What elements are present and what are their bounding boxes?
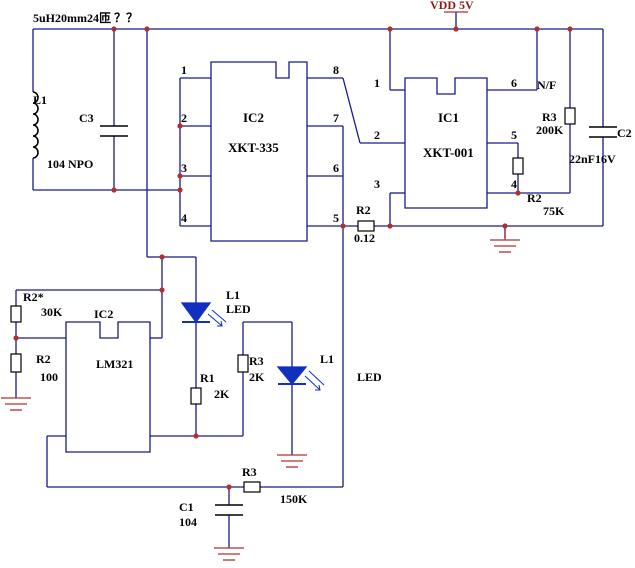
ic2-pin-4: 4	[181, 211, 187, 225]
ic2-xkt335-chip	[210, 61, 308, 242]
ic2-pin-1: 1	[181, 63, 187, 77]
capacitor-c1	[215, 504, 243, 516]
resistor-r2star	[10, 305, 22, 323]
r2-top-label: R2	[527, 191, 542, 205]
coil-spec-label: 5uH20mm24匝 ？？	[33, 11, 138, 25]
ic2-pin-3: 3	[181, 161, 187, 175]
resistor-r2-100	[10, 353, 22, 373]
r2-sense-value: 0.12	[354, 231, 375, 245]
r2-bot-label: R2	[36, 352, 51, 366]
l1-led2-label: L1	[320, 352, 334, 366]
resistor-r1	[190, 387, 202, 405]
ic1-pin-3: 3	[374, 177, 380, 191]
resistor-r2-sense	[357, 220, 375, 232]
ground-left-icon	[1, 397, 31, 411]
l1-coil-label: L1	[33, 93, 47, 107]
ic2-lm321-chip	[65, 321, 151, 453]
c3-label: C3	[79, 111, 94, 125]
c1-label: C1	[179, 500, 194, 514]
ic2-pin-5: 5	[333, 211, 339, 225]
ic2-pin-8: 8	[333, 63, 339, 77]
r3-mid-label: R3	[249, 354, 264, 368]
ground-led-icon	[277, 454, 307, 468]
r1-label: R1	[200, 371, 215, 385]
r2star-value: 30K	[41, 305, 63, 319]
ic1-pin-1: 1	[374, 76, 380, 90]
c2-label: C2	[617, 126, 632, 140]
resistor-r3-150k	[243, 481, 261, 493]
ic1-pin-6: 6	[511, 76, 517, 90]
led-1-icon	[180, 302, 227, 327]
wires	[15, 12, 604, 548]
ic2-pin-2: 2	[181, 111, 187, 125]
ic2-pin-6: 6	[333, 161, 339, 175]
c2-value: 22nF16V	[569, 152, 616, 166]
r3-bot-label: R3	[242, 465, 257, 479]
ic2-top-part: XKT-335	[228, 140, 279, 155]
resistor-r3-200k	[564, 107, 576, 125]
coil-l1	[32, 91, 39, 159]
capacitor-c2	[589, 126, 617, 138]
ic1-name: IC1	[438, 110, 459, 125]
ic1-pin-5: 5	[511, 128, 517, 142]
vdd-label: VDD 5V	[430, 0, 474, 12]
junctions	[13, 26, 573, 490]
ic1-pin-2: 2	[374, 128, 380, 142]
resistor-r2-75k	[512, 157, 524, 175]
r3-top-label: R3	[542, 110, 557, 124]
capacitor-c3	[100, 125, 128, 137]
led-2-icon	[276, 366, 325, 391]
c1-value: 104	[179, 515, 197, 529]
r2-bot-value: 100	[40, 370, 58, 384]
ic2-bot-part: LM321	[96, 357, 133, 371]
c3-value: 104 NPO	[47, 157, 93, 171]
labels: 5uH20mm24匝 ？？ VDD 5V L1 C3 104 NPO 1 2 3…	[23, 0, 632, 529]
r3-bot-value: 150K	[280, 492, 308, 506]
r1-value: 2K	[214, 387, 230, 401]
ground-right-icon	[490, 230, 520, 253]
nf-label: N/F	[537, 78, 556, 92]
ic1-part: XKT-001	[423, 145, 474, 160]
ic1-pin-4: 4	[511, 177, 517, 191]
ic1-xkt001-chip	[404, 77, 488, 209]
led-text-2: LED	[357, 370, 382, 384]
r3-top-value: 200K	[536, 123, 564, 137]
r2-sense-label: R2	[356, 203, 371, 217]
r3-mid-value: 2K	[249, 370, 265, 384]
ic2-bot-name: IC2	[94, 307, 113, 321]
resistor-r3-2k	[237, 354, 249, 373]
ic2-top-name: IC2	[243, 110, 264, 125]
ground-bottom-icon	[214, 547, 244, 561]
r2star-label: R2*	[23, 290, 44, 304]
r2-top-value: 75K	[543, 204, 565, 218]
ic2-pin-7: 7	[333, 111, 339, 125]
led-text-1: LED	[226, 302, 251, 316]
l1-led-label: L1	[226, 288, 240, 302]
